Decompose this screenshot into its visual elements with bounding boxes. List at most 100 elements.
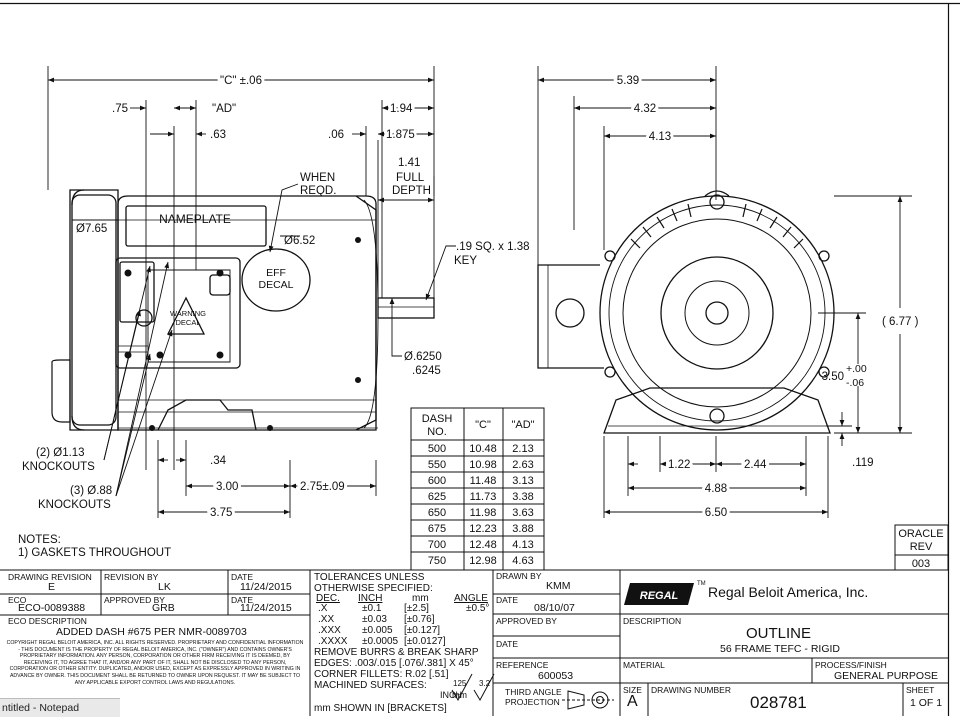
- approved-by-value: GRB: [152, 602, 175, 614]
- oracle-label: ORACLE: [898, 528, 943, 540]
- dim-ad: "AD": [212, 103, 236, 115]
- tolerance-cell: .XX: [318, 614, 335, 625]
- dash-cell: 12.98: [469, 555, 497, 567]
- surface-finish-icon: [451, 673, 495, 702]
- tol-header-inch: INCH: [358, 593, 383, 604]
- date2-label: DATE: [231, 595, 254, 605]
- warning-decal-1: WARNING: [170, 309, 206, 318]
- dash-header-no: DASH: [422, 413, 453, 425]
- description-value: OUTLINE: [746, 625, 812, 642]
- finish-mm-label: mm: [452, 690, 467, 700]
- dash-cell: 11.73: [470, 491, 497, 503]
- dash-cell: 3.38: [512, 491, 533, 503]
- process-label: PROCESS/FINISH: [815, 660, 887, 670]
- approved-by-label: APPROVED BY: [104, 595, 165, 605]
- dim-141: 1.41: [398, 157, 420, 169]
- label-reqd: REQD.: [300, 185, 336, 197]
- eco-description-label: ECO DESCRIPTION: [8, 616, 87, 626]
- svg-text:REGAL: REGAL: [640, 590, 679, 602]
- dash-cell: 3.88: [512, 523, 533, 535]
- dash-cell: 650: [428, 507, 446, 519]
- company-name: Regal Beloit America, Inc.: [708, 584, 869, 600]
- drawing-revision-label: DRAWING REVISION: [8, 572, 92, 582]
- tolerance-cell: ±0.1: [362, 603, 382, 614]
- description-label: DESCRIPTION: [623, 616, 682, 626]
- third-angle-label-2: PROJECTION: [505, 697, 560, 707]
- dim-677: ( 6.77 ): [882, 316, 919, 328]
- dash-cell: 4.13: [512, 539, 533, 551]
- tolerance-cell: .XXX: [318, 625, 341, 636]
- dash-cell: 550: [428, 459, 446, 471]
- tolerance-cell: [±2.5]: [404, 603, 429, 614]
- shaft-dim-1: Ø.6250: [404, 351, 442, 363]
- motor-end-view: [537, 190, 835, 434]
- dim-depth: DEPTH: [392, 185, 431, 197]
- drawn-by-label: DRAWN BY: [496, 571, 542, 581]
- drawing-revision-value: E: [48, 581, 56, 593]
- dash-cell: 4.63: [512, 555, 533, 567]
- oracle-rev-value: 003: [912, 558, 930, 570]
- knockouts-2a: (3) Ø.88: [70, 485, 112, 497]
- dim-539: 5.39: [617, 75, 639, 87]
- dash-cell: 2.63: [512, 459, 533, 471]
- dim-275: 2.75±.09: [300, 481, 345, 493]
- tol-header-mm: mm: [412, 593, 429, 604]
- tolerance-cell: [±0.76]: [404, 614, 435, 625]
- sheet-label: SHEET: [906, 685, 935, 695]
- dim-765: Ø7.65: [76, 223, 107, 235]
- label-when: WHEN: [300, 172, 335, 184]
- front-view-screws: [124, 237, 361, 431]
- dash-cell: 2.13: [512, 443, 533, 455]
- dim-650: 6.50: [705, 507, 727, 519]
- third-angle-projection-icon: [562, 690, 614, 710]
- eco-value: ECO-0089388: [18, 602, 86, 614]
- dim-350: 3.50: [822, 371, 844, 383]
- key-dim: .19 SQ. x 1.38: [456, 241, 530, 253]
- dash-cell: 11.48: [470, 475, 497, 487]
- dash-cell: 10.48: [469, 443, 497, 455]
- dimension-lines: [47, 66, 912, 518]
- reference-label: REFERENCE: [496, 660, 549, 670]
- dash-cell: 3.13: [512, 475, 533, 487]
- eff-decal-1: EFF: [266, 267, 286, 279]
- drawing-number-label: DRAWING NUMBER: [651, 685, 731, 695]
- revision-by-value: LK: [158, 581, 171, 593]
- dim-122: 1.22: [668, 459, 690, 471]
- tolerance-cell: [±0.127]: [404, 625, 441, 636]
- title-block-grid: [0, 569, 948, 716]
- date3-value: 08/10/07: [534, 602, 575, 614]
- dim-194: 1.94: [390, 103, 413, 115]
- notes-title: NOTES:: [18, 534, 61, 546]
- date4-label: DATE: [496, 639, 519, 649]
- taskbar-notepad-item[interactable]: ntitled - Notepad: [0, 698, 120, 717]
- date1-value: 11/24/2015: [240, 581, 292, 593]
- dim-034: .34: [210, 455, 227, 467]
- dash-cell: 11.98: [470, 507, 497, 519]
- size-value: A: [627, 693, 638, 710]
- dash-cell: 12.23: [469, 523, 497, 535]
- dash-cell: 12.48: [469, 539, 497, 551]
- dim-075: .75: [112, 103, 128, 115]
- dim-350-tol-minus: -.06: [846, 377, 864, 389]
- dash-cell: 600: [428, 475, 446, 487]
- svg-text:TM: TM: [697, 581, 706, 587]
- nameplate-label: NAMEPLATE: [159, 212, 231, 226]
- approved-by2-label: APPROVED BY: [496, 616, 557, 626]
- dash-cell: 750: [428, 555, 446, 567]
- date1-label: DATE: [231, 572, 254, 582]
- dash-cell: 3.63: [512, 507, 533, 519]
- notes-item-1: 1) GASKETS THROUGHOUT: [18, 547, 171, 559]
- copyright-notice: COPYRIGHT REGAL BELOIT AMERICA, INC. ALL…: [6, 640, 304, 686]
- dim-350-tol-plus: +.00: [846, 363, 867, 375]
- fillets-note: CORNER FILLETS: R.02 [.51]: [314, 669, 449, 680]
- edges-note: EDGES: .003/.015 [.076/.381] X 45°: [314, 658, 474, 669]
- dim-432: 4.32: [634, 103, 656, 115]
- revision-by-label: REVISION BY: [104, 572, 159, 582]
- dim-full: FULL: [396, 172, 425, 184]
- date2-value: 11/24/2015: [240, 602, 292, 614]
- dash-header-ad: "AD": [511, 419, 534, 431]
- dim-413: 4.13: [649, 131, 671, 143]
- dim-300: 3.00: [216, 481, 238, 493]
